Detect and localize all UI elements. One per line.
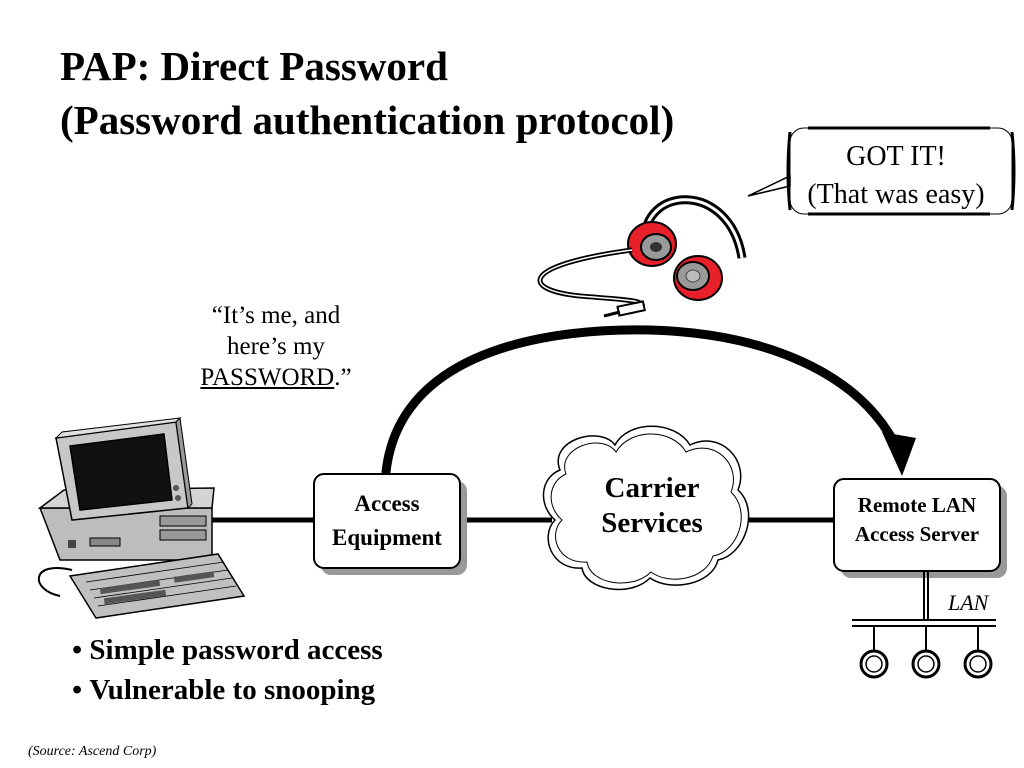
lan-label: LAN [947, 590, 990, 615]
speech-bubble-line-2: (That was easy) [807, 179, 985, 210]
carrier-services-cloud: Carrier Services [542, 425, 750, 591]
monitor-screen [69, 433, 173, 511]
access-equipment-label-2: Equipment [332, 525, 442, 550]
lan-host-1 [859, 649, 889, 679]
client-message-line-3: PASSWORD.” [176, 362, 376, 393]
client-password-message: “It’s me, and here’s my PASSWORD.” [176, 300, 376, 393]
remote-lan-access-server-node: Remote LAN Access Server [833, 478, 1007, 578]
bullet-item: Vulnerable to snooping [72, 670, 383, 710]
bullet-list: Simple password access Vulnerable to sno… [72, 630, 383, 710]
access-equipment-label-1: Access [354, 491, 419, 516]
access-equipment-node: Access Equipment [313, 473, 467, 575]
client-message-line-2: here’s my [227, 333, 325, 360]
lan-host-2 [911, 649, 941, 679]
password-word: PASSWORD [200, 364, 335, 391]
speech-bubble-line-1: GOT IT! [846, 141, 946, 172]
remote-lan-label-1: Remote LAN [858, 493, 976, 517]
lan-network-icon [852, 572, 996, 679]
speech-bubble-text: GOT IT! (That was easy) [786, 138, 1006, 214]
authentication-arc-arrow [381, 325, 916, 477]
desktop-computer-icon [37, 416, 246, 619]
slide-title-line-2: (Password authentication protocol) [60, 97, 675, 143]
speech-bubble [747, 126, 1016, 216]
remote-lan-label-2: Access Server [855, 522, 979, 546]
carrier-services-label-1: Carrier [605, 472, 700, 504]
source-citation: (Source: Ascend Corp) [28, 744, 157, 759]
bullet-item: Simple password access [72, 630, 382, 670]
lan-host-3 [963, 649, 993, 679]
headphones-icon [537, 195, 747, 318]
client-message-tail: .” [334, 364, 352, 391]
carrier-services-label-2: Services [601, 507, 702, 539]
client-message-line-1: “It’s me, and [211, 302, 341, 329]
slide-title-line-1: PAP: Direct Password [60, 43, 448, 89]
